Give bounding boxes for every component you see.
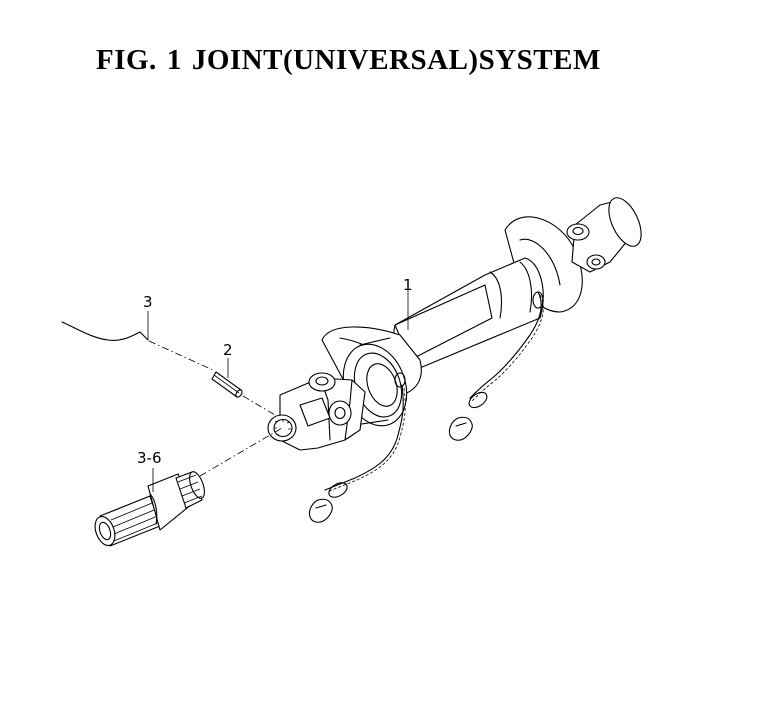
near-cross-cap-side [328, 400, 352, 426]
callout-part-2: 2 [223, 341, 233, 359]
far-cross-cap-side [586, 254, 606, 270]
chain-ring-far-top [532, 291, 544, 309]
near-cross-cap-top [308, 372, 336, 392]
chain-hook-near [308, 498, 333, 523]
callout-part-1: 1 [403, 276, 413, 294]
chain-ring-far [468, 391, 488, 409]
splined-stub-shaft [94, 471, 205, 547]
far-end-disk [608, 197, 642, 247]
part-3-break-line [61, 321, 149, 341]
callout-part-3-6: 3-6 [137, 449, 162, 467]
callout-part-3: 3 [143, 293, 153, 311]
figure-number-label: FIG. [96, 44, 157, 76]
chain-ring-near-top [394, 372, 406, 388]
far-cross-cap-top [566, 223, 590, 241]
centerline-pin [148, 340, 276, 416]
spring-pin [211, 371, 243, 398]
centerline-shaft [199, 427, 283, 477]
pto-shaft-assembly [267, 197, 642, 523]
chain-hook-far [448, 416, 473, 441]
safety-chain-near [324, 384, 404, 491]
chain-ring-near [328, 482, 348, 498]
figure-title-text: JOINT(UNIVERSAL)SYSTEM [191, 44, 601, 76]
figure-number: 1 [166, 44, 182, 76]
figure-title: FIG. 1 JOINT(UNIVERSAL)SYSTEM [96, 44, 601, 77]
safety-chain-far [469, 291, 542, 399]
